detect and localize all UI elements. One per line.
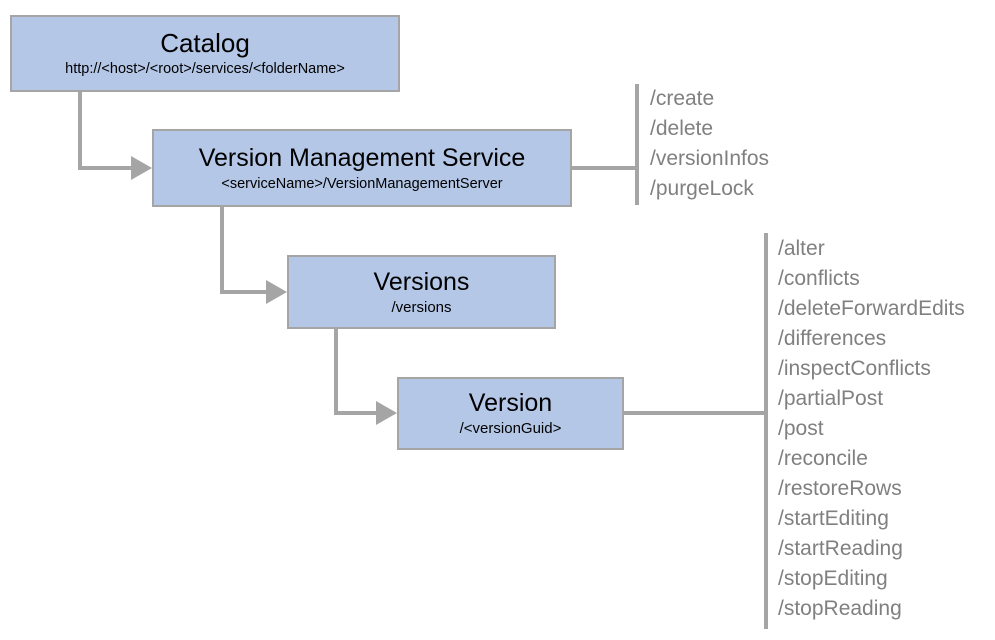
operation-item[interactable]: /alter — [778, 237, 825, 260]
connector-catalog-to-service — [78, 92, 152, 180]
operation-item[interactable]: /stopEditing — [778, 567, 888, 590]
operation-list-service: /create/delete/versionInfos/purgeLock — [650, 84, 769, 204]
operation-item[interactable]: /stopReading — [778, 597, 902, 620]
node-versions[interactable]: Versions /versions — [287, 255, 556, 329]
operation-item[interactable]: /startReading — [778, 537, 903, 560]
node-version-path: /<versionGuid> — [459, 420, 562, 437]
operation-item[interactable]: /inspectConflicts — [778, 357, 931, 380]
operation-item[interactable]: /reconcile — [778, 447, 868, 470]
operation-item[interactable]: /startEditing — [778, 507, 889, 530]
node-catalog[interactable]: Catalog http://<host>/<root>/services/<f… — [10, 15, 400, 92]
connector-versions-to-version — [334, 329, 397, 425]
node-version-management-service-title: Version Management Service — [198, 143, 526, 172]
operation-item[interactable]: /create — [650, 87, 715, 110]
operation-item[interactable]: /deleteForwardEdits — [778, 297, 965, 320]
operation-item[interactable]: /versionInfos — [650, 147, 770, 170]
node-versions-path: /versions — [391, 298, 452, 316]
operation-item[interactable]: /conflicts — [778, 267, 860, 290]
connector-service-to-operations — [572, 84, 639, 205]
node-version-management-service[interactable]: Version Management Service <serviceName>… — [152, 129, 572, 207]
operation-item[interactable]: /delete — [650, 117, 714, 140]
node-version[interactable]: Version /<versionGuid> — [397, 377, 624, 450]
node-versions-title: Versions — [373, 267, 470, 296]
operation-item[interactable]: /differences — [778, 327, 887, 350]
operation-item[interactable]: /purgeLock — [650, 177, 754, 200]
operation-list-version: /alter/conflicts/deleteForwardEdits/diff… — [778, 234, 965, 624]
operation-item[interactable]: /partialPost — [778, 387, 884, 410]
operation-item[interactable]: /restoreRows — [778, 477, 902, 500]
node-catalog-path: http://<host>/<root>/services/<folderNam… — [65, 61, 345, 77]
connector-service-to-versions — [220, 207, 287, 304]
connector-version-to-operations — [624, 233, 768, 629]
node-version-management-service-path: <serviceName>/VersionManagementServer — [221, 175, 503, 192]
operation-item[interactable]: /post — [778, 417, 824, 440]
node-catalog-title: Catalog — [160, 28, 250, 58]
node-version-title: Version — [468, 389, 553, 417]
